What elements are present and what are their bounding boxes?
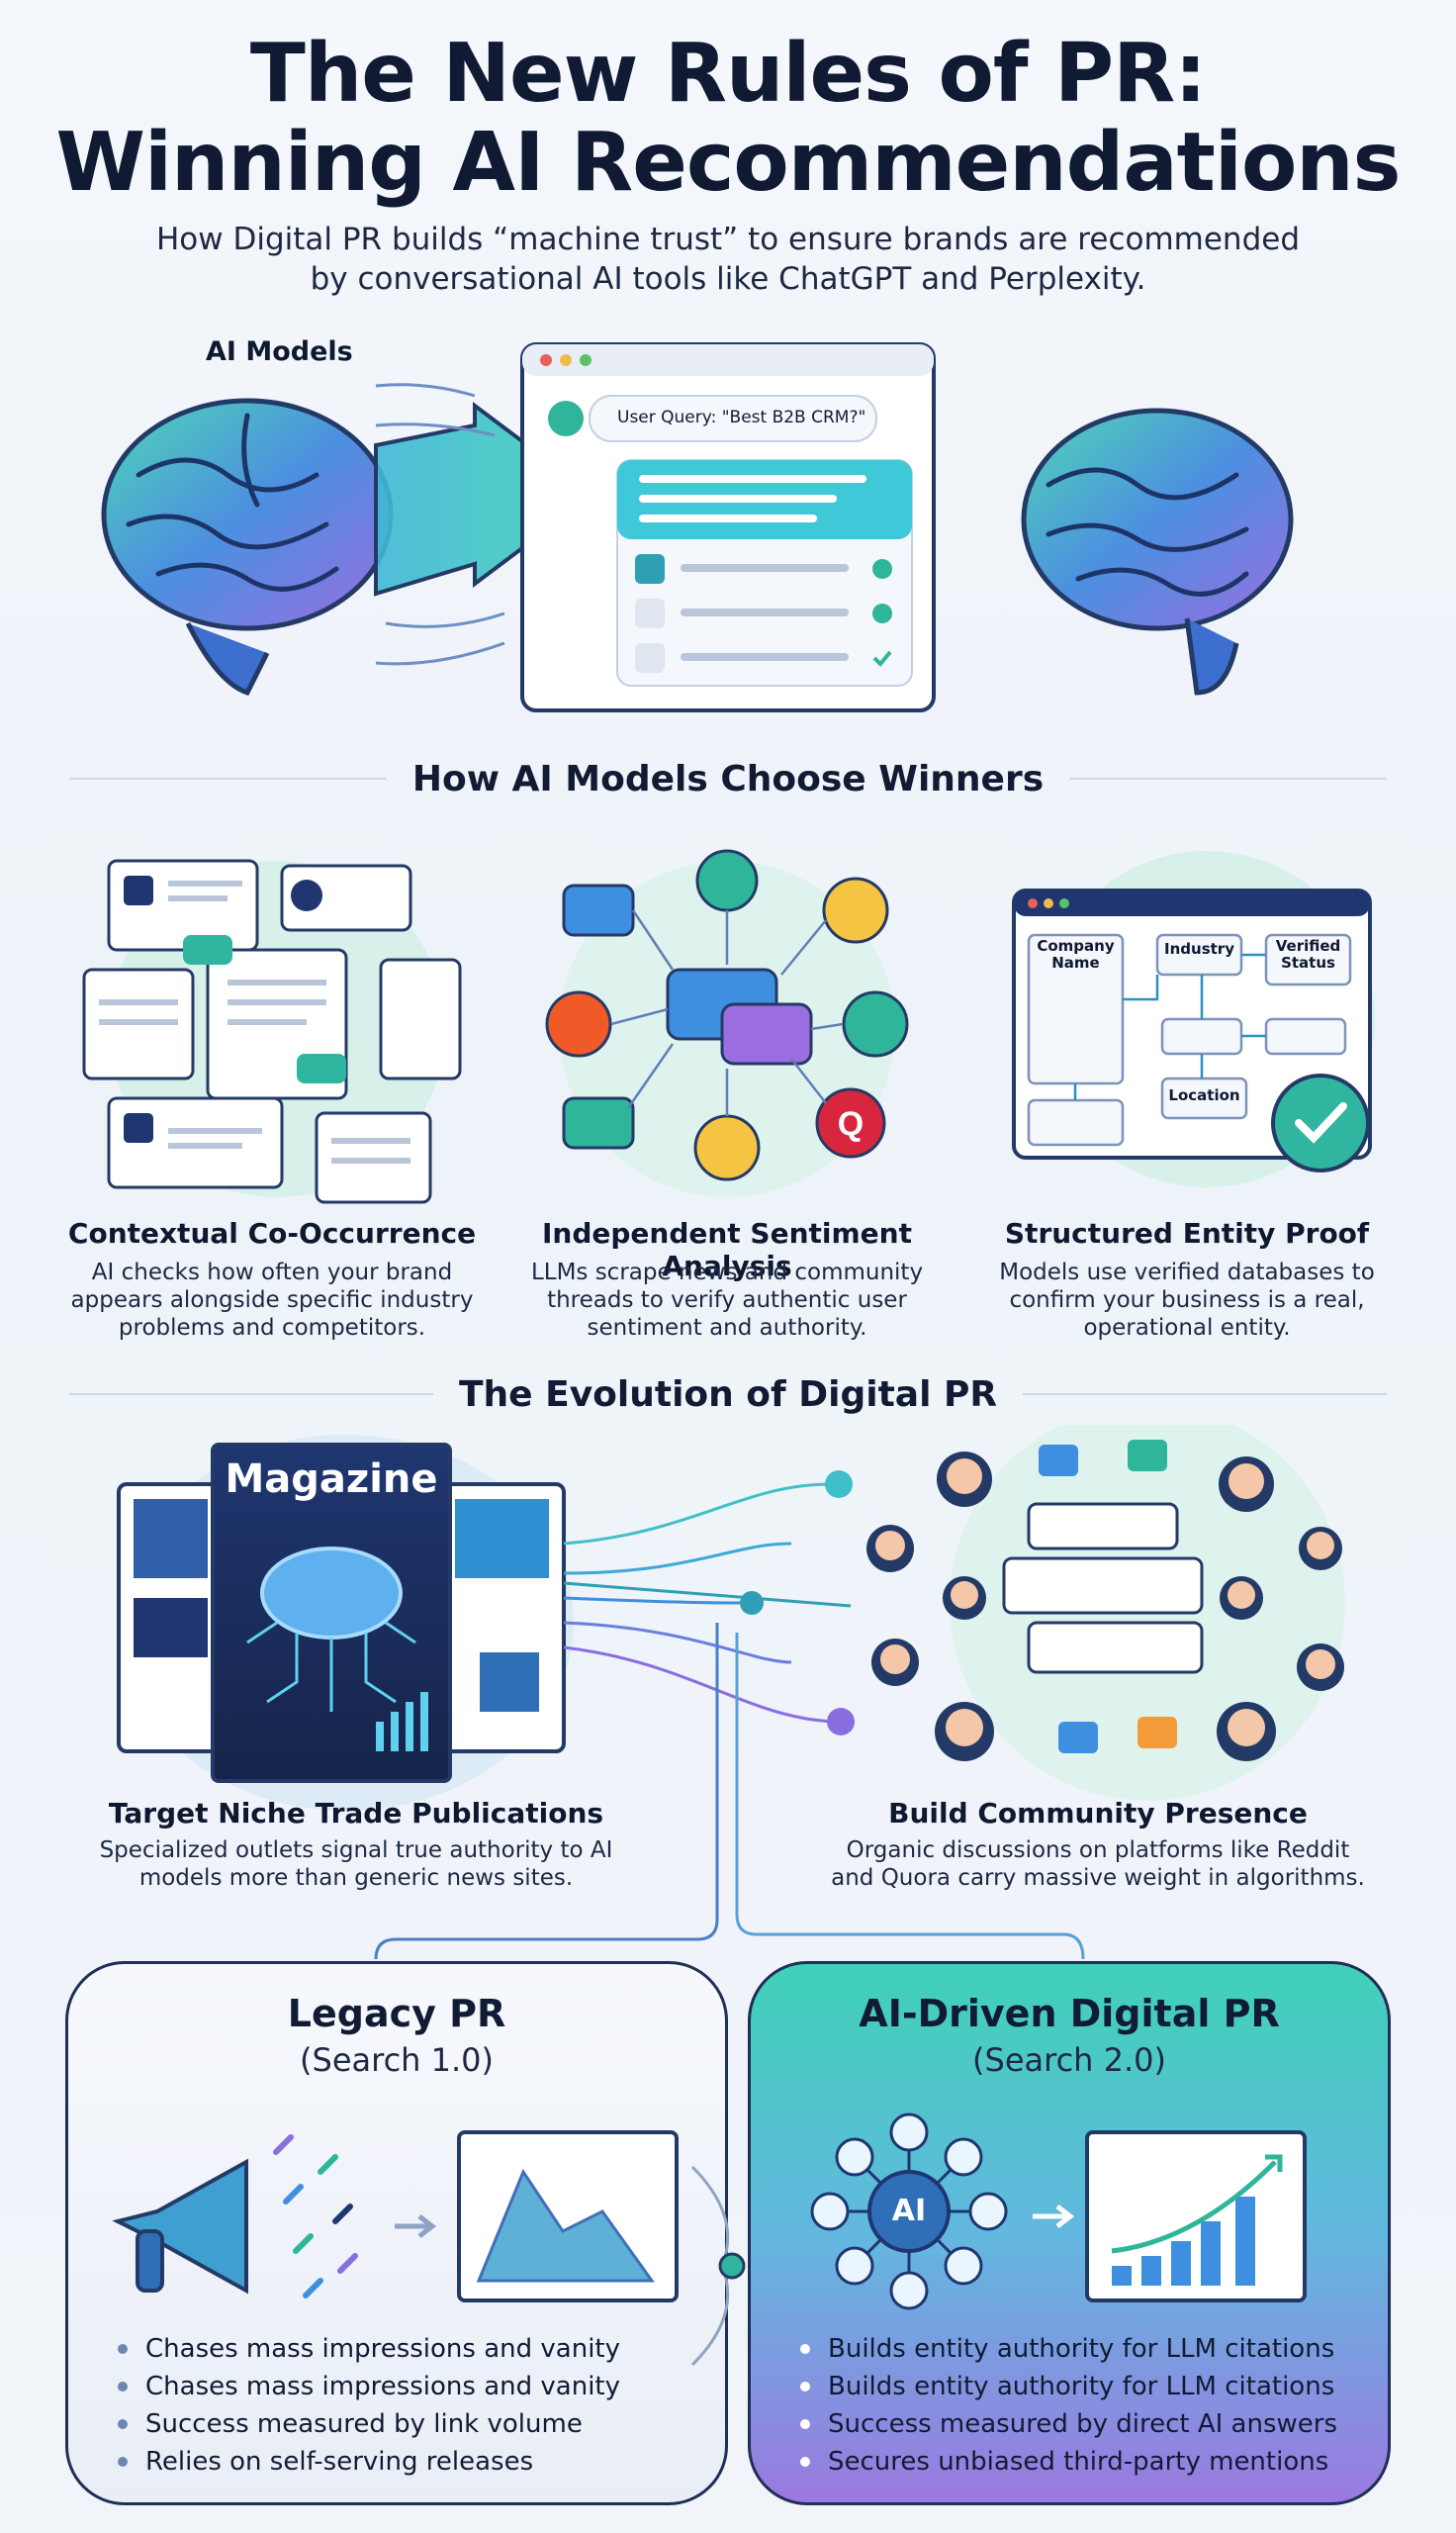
ai-hub-label: AI <box>891 2194 927 2228</box>
entity-field-location: Location <box>1168 1086 1240 1104</box>
page-subtitle-line2: by conversational AI tools like ChatGPT … <box>310 261 1146 297</box>
section-heading-choose-winners: How AI Models Choose Winners <box>69 754 1387 803</box>
brain-left-icon <box>101 398 394 697</box>
evolution-right-title: Build Community Presence <box>888 1797 1308 1829</box>
section-heading-evolution: The Evolution of Digital PR <box>69 1369 1388 1419</box>
legacy-illustration <box>112 2130 679 2302</box>
evolution-left-title: Target Niche Trade Publications <box>108 1797 604 1829</box>
entity-field-verified: Verified Status <box>1275 937 1341 972</box>
sentiment-illustration: Q <box>545 849 909 1197</box>
ai-driven-title: AI-Driven Digital PR <box>859 1992 1280 2035</box>
entity-field-industry: Industry <box>1164 940 1234 958</box>
feature-title-entity-proof: Structured Entity Proof <box>1004 1217 1370 1250</box>
ai-driven-bullet-list: Builds entity authority for LLM citation… <box>800 2330 1337 2481</box>
list-item: Relies on self-serving releases <box>118 2443 620 2481</box>
entity-field-company: Company Name <box>1037 937 1115 972</box>
magazine-label: Magazine <box>225 1456 438 1502</box>
megaphone-icon <box>112 2158 248 2295</box>
list-item: Builds entity authority for LLM citation… <box>800 2368 1337 2405</box>
section-heading-text: The Evolution of Digital PR <box>458 1373 998 1415</box>
ai-driven-subtitle: (Search 2.0) <box>972 2041 1166 2079</box>
svg-text:Q: Q <box>838 1105 864 1143</box>
ai-driven-pr-card: AI-Driven Digital PR (Search 2.0) <box>748 1961 1391 2505</box>
feature-desc-sentiment: LLMs scrape news and community threads t… <box>530 1260 924 1341</box>
ai-driven-illustration <box>810 2112 1307 2310</box>
feature-desc-entity-proof: Models use verified databases to confirm… <box>999 1260 1375 1341</box>
legacy-subtitle: (Search 1.0) <box>300 2041 494 2079</box>
list-item: Secures unbiased third-party mentions <box>800 2443 1337 2481</box>
list-item: Chases mass impressions and vanity <box>118 2330 620 2368</box>
declining-chart-icon <box>457 2130 679 2302</box>
legacy-bullet-list: Chases mass impressions and vanity Chase… <box>118 2330 620 2481</box>
growth-chart-icon <box>1085 2130 1307 2302</box>
legacy-pr-card: Legacy PR (Search 1.0) Chases mass impre… <box>65 1961 728 2505</box>
list-item: Success measured by link volume <box>118 2405 620 2443</box>
entity-proof-illustration <box>1012 851 1375 1187</box>
chat-query-text: User Query: "Best B2B CRM?" <box>617 408 866 427</box>
ai-network-icon <box>810 2112 1008 2310</box>
ai-models-label: AI Models <box>206 336 353 367</box>
page-subtitle-line1: How Digital PR builds “machine trust” to… <box>155 222 1300 257</box>
evolution-right-desc: Organic discussions on platforms like Re… <box>831 1837 1365 1891</box>
evolution-illustration <box>117 1425 1345 1959</box>
hero-illustration <box>101 342 1294 712</box>
evolution-left-desc: Specialized outlets signal true authorit… <box>99 1837 613 1891</box>
brain-right-icon <box>1021 408 1294 696</box>
section-heading-text: How AI Models Choose Winners <box>411 758 1045 799</box>
list-item: Success measured by direct AI answers <box>800 2405 1337 2443</box>
chat-window <box>520 342 936 712</box>
page-title-line1: The New Rules of PR: <box>249 27 1207 121</box>
co-occurrence-illustration <box>82 859 462 1204</box>
legacy-title: Legacy PR <box>287 1992 506 2035</box>
page-title-line2: Winning AI Recommendations <box>55 116 1402 210</box>
list-item: Builds entity authority for LLM citation… <box>800 2330 1337 2368</box>
link-chain-icon <box>273 2134 358 2298</box>
feature-title-co-occurrence: Contextual Co-Occurrence <box>67 1217 477 1250</box>
list-item: Chases mass impressions and vanity <box>118 2368 620 2405</box>
feature-desc-co-occurrence: AI checks how often your brand appears a… <box>70 1260 474 1341</box>
feature-title-sentiment: Independent Sentiment Analysis <box>541 1217 912 1282</box>
